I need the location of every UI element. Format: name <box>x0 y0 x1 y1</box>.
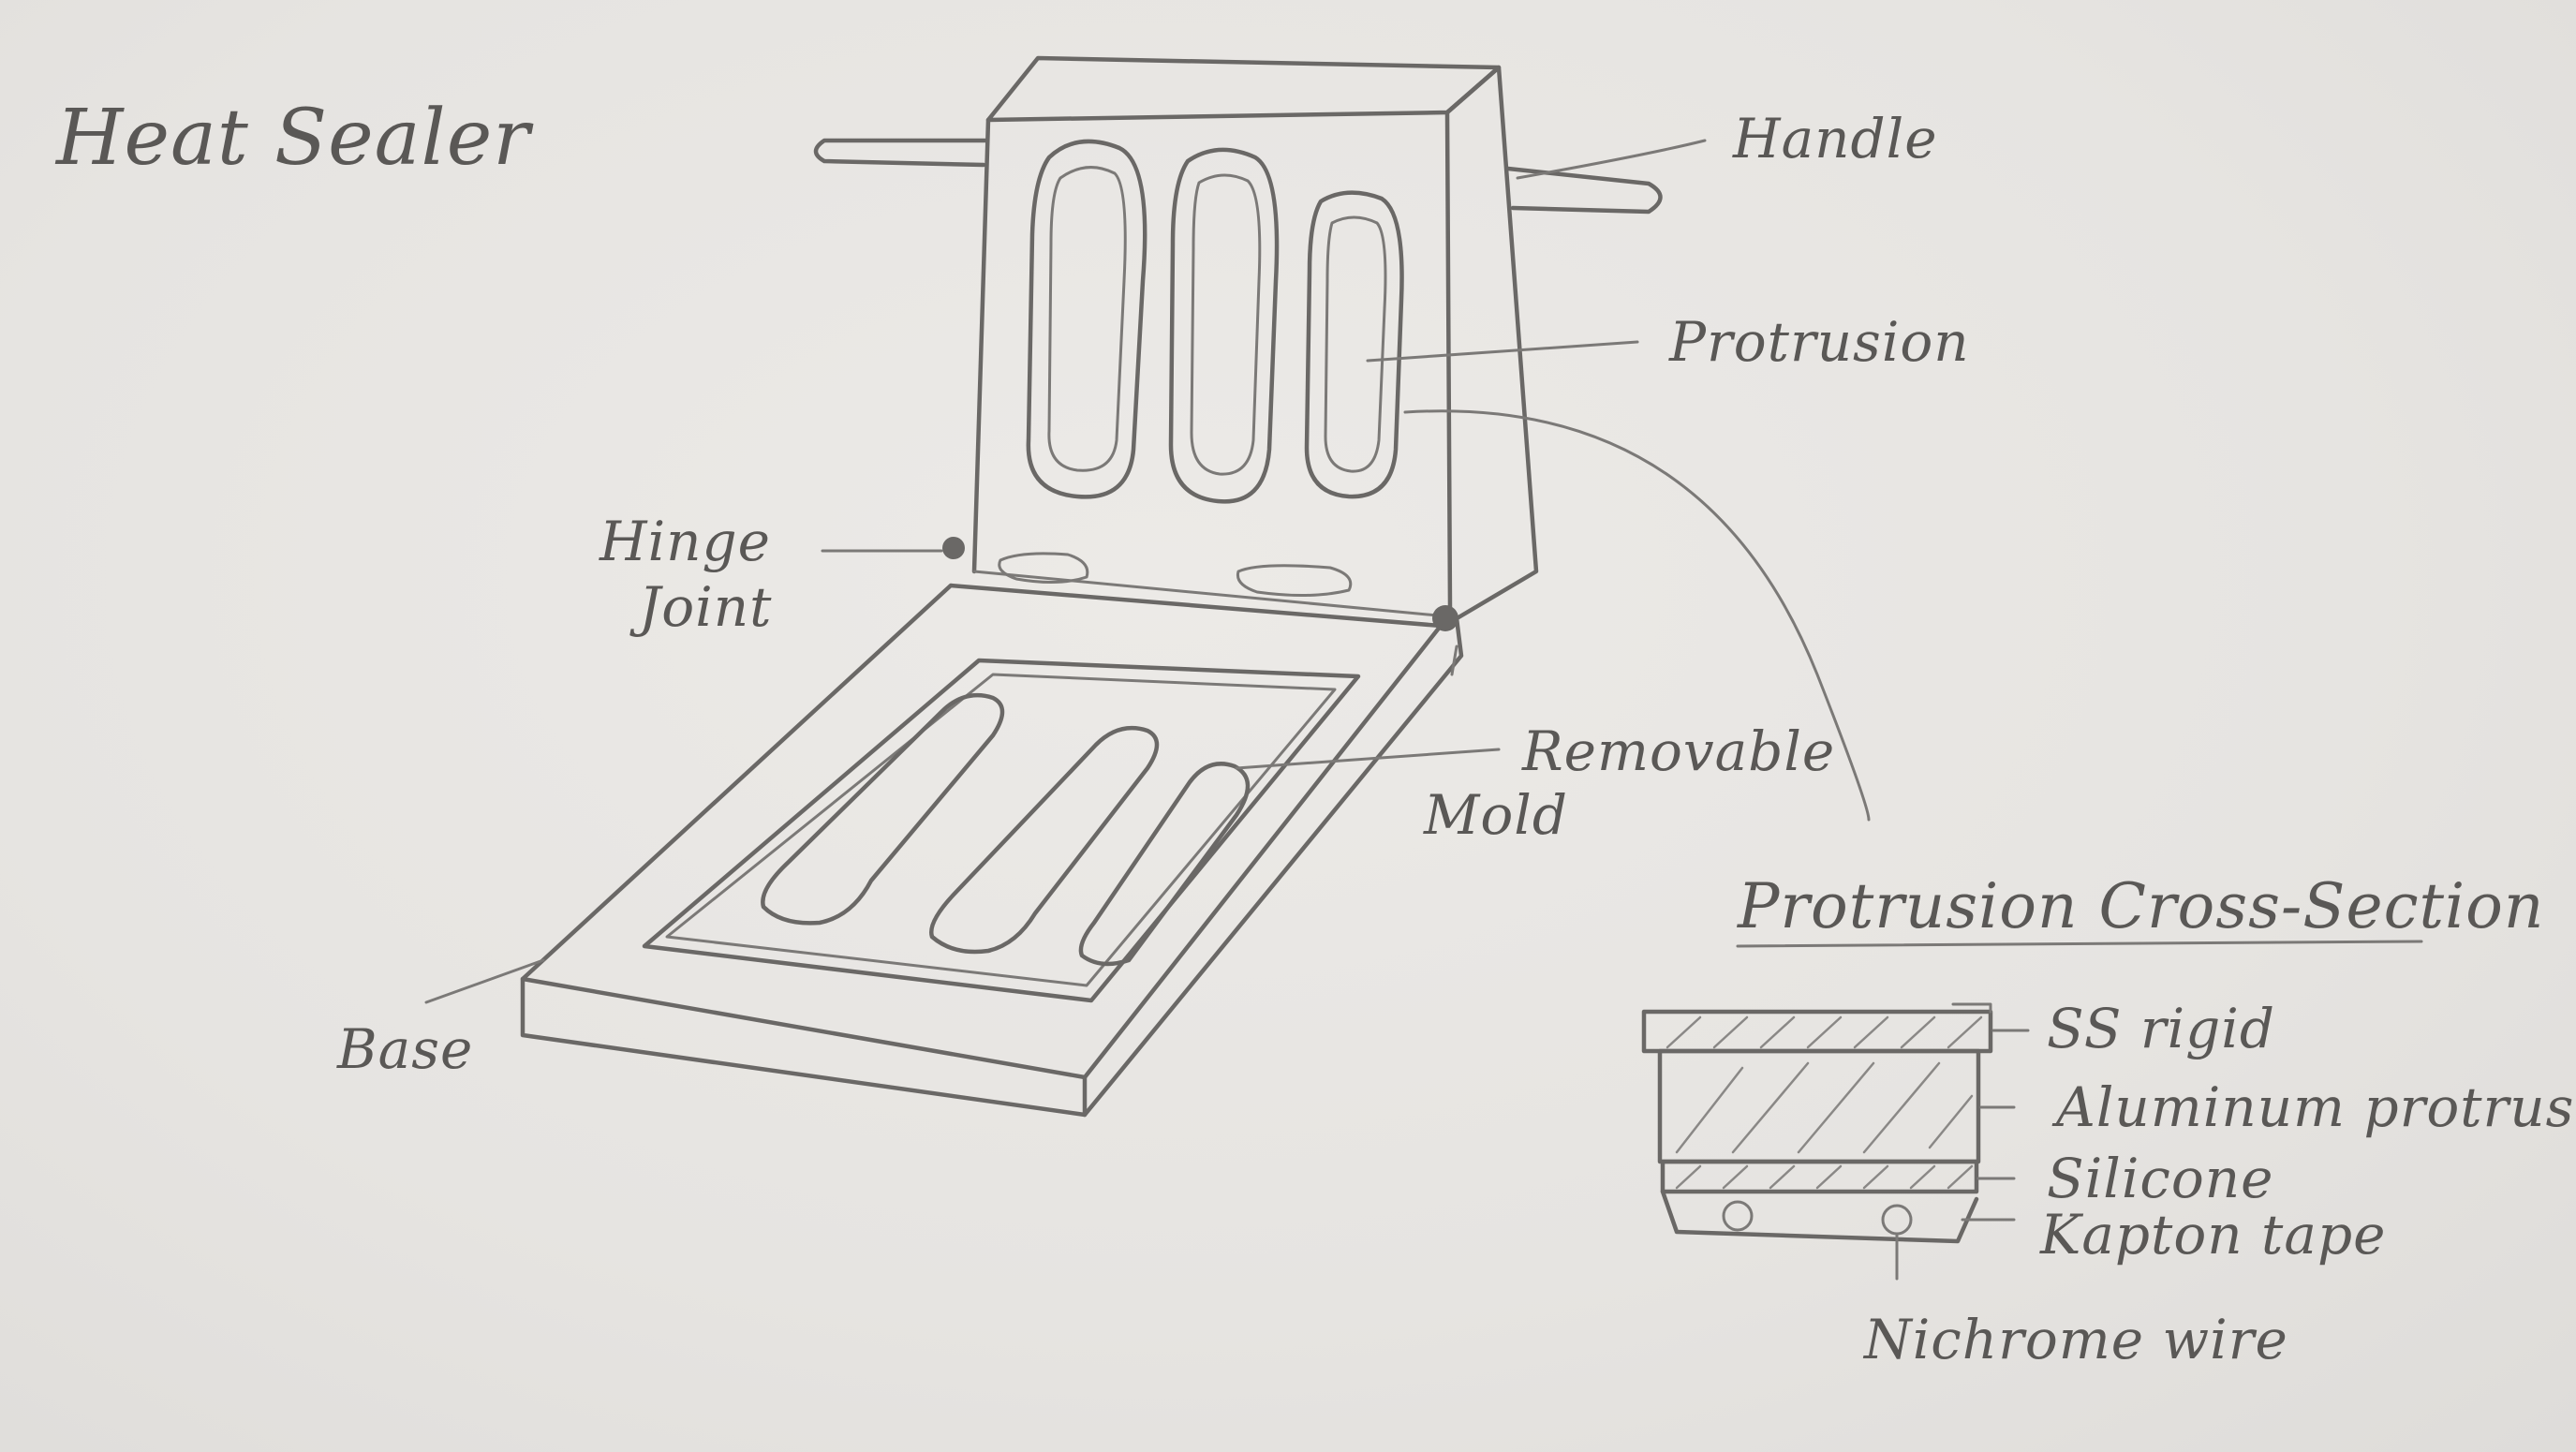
nichrome-wire-label: Nichrome wire <box>1862 1308 2288 1371</box>
removable-mold-label-line2: Mold <box>1423 783 1568 847</box>
base-label: Base <box>336 1017 473 1081</box>
removable-mold <box>642 658 1361 1003</box>
lid-protrusions <box>1026 139 1404 504</box>
lid-pads <box>998 552 1353 598</box>
cross-section-hatching <box>1666 1015 1983 1190</box>
hinge-label-line1: Hinge <box>599 510 771 573</box>
left-handle <box>813 138 988 168</box>
base <box>520 583 1464 1118</box>
hinge-joints <box>942 537 1458 631</box>
cross-section-title-underline <box>1736 940 2423 948</box>
layer-label-aluminum: Aluminum protrusion <box>2051 1075 2576 1139</box>
diagram-title: Heat Sealer <box>54 94 534 183</box>
layer-label-kapton: Kapton tape <box>2039 1203 2386 1267</box>
callout-leaders <box>424 139 1871 1004</box>
removable-mold-label-line1: Removable <box>1521 719 1835 783</box>
handle-label: Handle <box>1732 107 1938 170</box>
right-handle <box>1505 166 1663 215</box>
layer-label-silicone: Silicone <box>2047 1147 2273 1210</box>
upper-lid <box>971 55 1539 623</box>
cross-section-drawing <box>1641 1002 2030 1281</box>
protrusion-label: Protrusion <box>1668 310 1970 374</box>
cross-section-title: Protrusion Cross-Section <box>1737 870 2544 942</box>
hinge-label-line2: Joint <box>629 575 772 639</box>
layer-label-ss-rigid: SS rigid <box>2047 997 2275 1060</box>
